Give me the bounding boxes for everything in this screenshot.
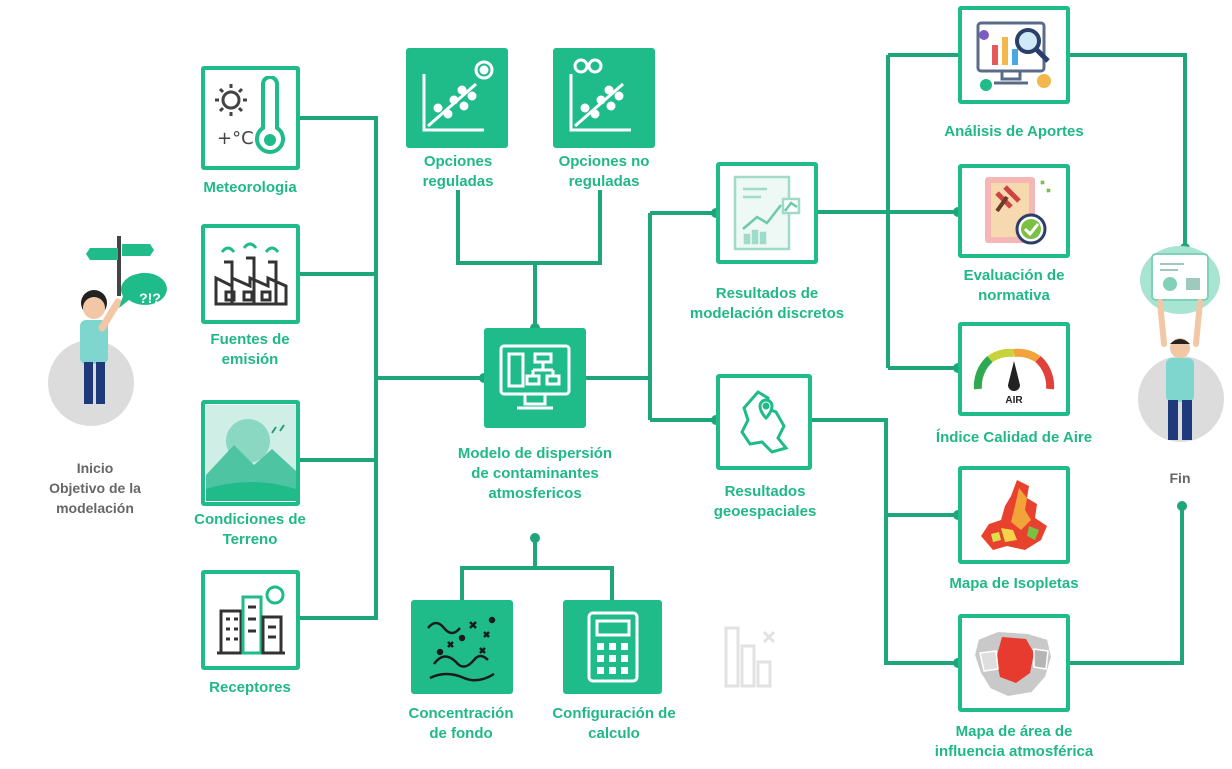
bottom-box-calculo <box>563 600 662 694</box>
output-box-influencia <box>958 614 1070 712</box>
model-box <box>484 328 586 428</box>
input-label-fuentes: Fuentes de emisión <box>210 331 290 368</box>
option-box-reguladas <box>406 48 508 148</box>
result-box-discretos <box>716 162 818 264</box>
result-label-discretos: Resultados de modelación discretos <box>689 285 845 322</box>
calculator-icon <box>587 611 638 683</box>
input-label-terreno: Condiciones de Terreno <box>194 511 306 548</box>
output-box-isopletas <box>958 466 1070 564</box>
watermark-chart-icon <box>724 626 776 688</box>
gauge-text: AIR <box>1005 395 1023 406</box>
output-box-calidad: AIR <box>958 322 1070 416</box>
input-box-receptores <box>201 570 300 670</box>
region-map-icon <box>972 629 1054 699</box>
start-bubble-text: ?!? <box>139 290 161 306</box>
output-label-aportes: Análisis de Aportes <box>944 123 1084 140</box>
output-label-calidad: Índice Calidad de Aire <box>935 429 1093 446</box>
svg-text:+°C: +°C <box>217 128 254 149</box>
factory-icon <box>214 242 287 306</box>
gavel-check-icon <box>985 177 1051 245</box>
input-box-terreno <box>201 400 300 506</box>
option-label-reguladas: Opciones reguladas <box>422 153 494 190</box>
input-label-receptores: Receptores <box>209 679 291 696</box>
option-label-no-reguladas: Opciones no reguladas <box>558 153 650 190</box>
bottom-label-fondo: Concentración de fondo <box>408 705 514 742</box>
isopleth-map-icon <box>981 480 1047 550</box>
start-node: ?!? Inicio Objetivo de la modelación <box>30 230 170 530</box>
option-box-no-reguladas <box>553 48 655 148</box>
output-label-isopletas: Mapa de Isopletas <box>949 575 1079 592</box>
air-gauge-icon: AIR <box>973 348 1055 406</box>
thinking-person-icon <box>80 236 167 404</box>
bottom-label-calculo: Configuración de calculo <box>552 705 676 742</box>
end-label: Fin <box>1169 470 1191 486</box>
input-label-meteorologia: Meteorologia <box>203 179 297 196</box>
output-label-influencia: Mapa de área de influencia atmosférica <box>934 723 1094 760</box>
model-label: Modelo de dispersión de contaminantes at… <box>457 445 613 502</box>
analytics-magnifier-icon <box>976 21 1051 91</box>
output-box-normativa <box>958 164 1070 258</box>
thermometer-sun-icon: +°C <box>214 76 285 154</box>
result-box-geoespaciales <box>716 374 812 470</box>
scatter-gear-icon <box>422 60 494 132</box>
input-box-fuentes <box>201 224 300 324</box>
scatter-gears-icon <box>569 58 631 132</box>
landscape-icon <box>205 405 296 501</box>
map-pin-icon <box>740 390 789 454</box>
person-holding-report-icon <box>1140 246 1220 440</box>
output-box-aportes <box>958 6 1070 104</box>
particles-icon <box>427 616 496 682</box>
output-label-normativa: Evaluación de normativa <box>963 267 1065 304</box>
bottom-box-fondo <box>411 600 513 694</box>
result-label-geoespaciales: Resultados geoespaciales <box>713 483 817 520</box>
report-chart-icon <box>733 175 801 251</box>
input-box-meteorologia: +°C <box>201 66 300 170</box>
end-node: Fin <box>1130 240 1230 500</box>
start-label: Inicio Objetivo de la modelación <box>49 460 141 516</box>
buildings-icon <box>216 585 285 655</box>
monitor-flowchart-icon <box>499 344 571 410</box>
